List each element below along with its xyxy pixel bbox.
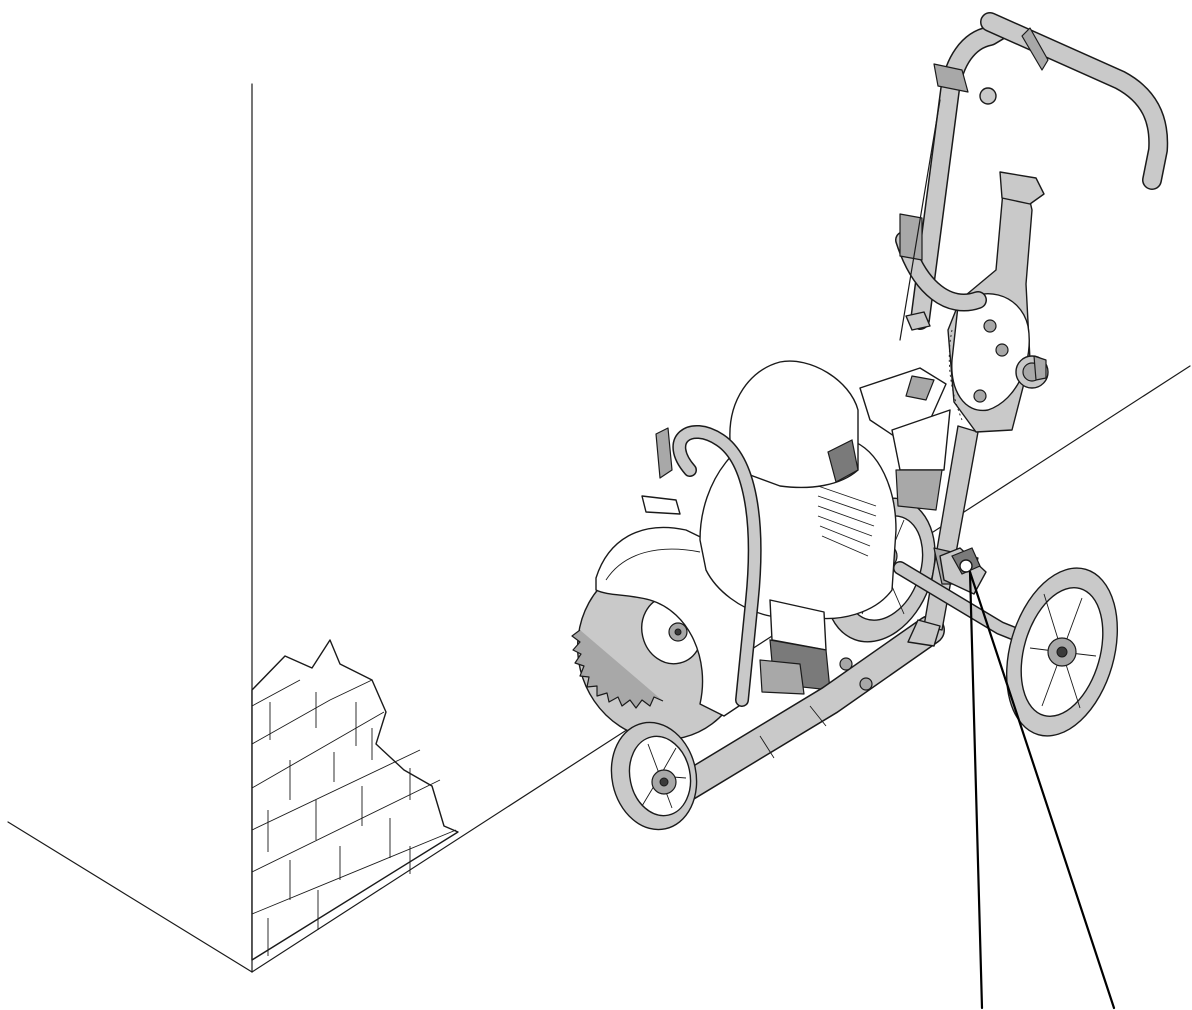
front-wheel (610, 721, 698, 831)
adjust-knob (1015, 355, 1049, 389)
cart-lower-frame (653, 615, 945, 813)
handle-bar (895, 12, 1169, 341)
rear-wheel-outer (1005, 567, 1119, 737)
exposed-brick-patch (251, 639, 459, 961)
saw-clamp-arm (859, 367, 951, 511)
saw-front-handle (672, 424, 762, 707)
depth-adjust-plate (947, 171, 1045, 433)
callout-leaders (968, 570, 1116, 1010)
leader-line-2 (968, 570, 1116, 1010)
leader-line-1 (968, 570, 984, 1010)
